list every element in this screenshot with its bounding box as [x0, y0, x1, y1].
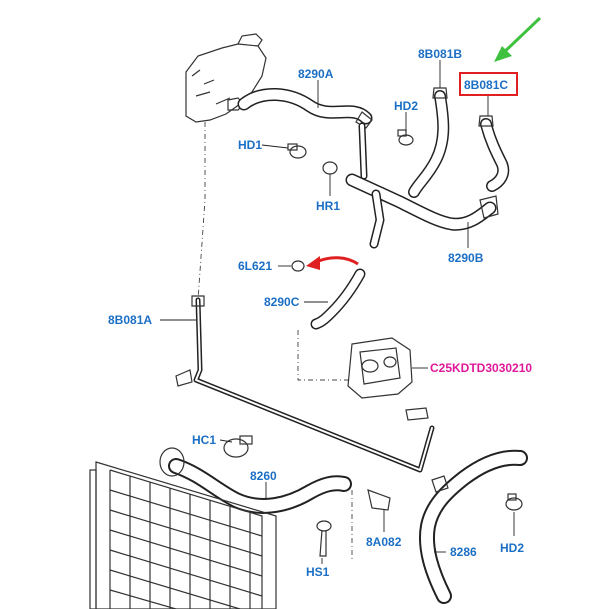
clamp-HC1	[223, 435, 253, 458]
red-arrow-icon	[306, 256, 359, 270]
label-HC1: HC1	[192, 433, 216, 447]
hose-8B081B	[408, 87, 450, 198]
highlight-box-8B081C	[459, 72, 518, 96]
label-8290B: 8290B	[448, 251, 484, 265]
hose-8B081C	[478, 115, 510, 192]
label-HD2-top: HD2	[394, 99, 418, 113]
valve-assembly	[347, 337, 413, 399]
screw-HS1	[316, 520, 332, 557]
bracket-8A082	[367, 489, 391, 511]
clamp-HD2-top	[397, 129, 414, 146]
hose-8260	[159, 447, 352, 514]
label-HS1: HS1	[306, 565, 330, 579]
clamp-HD2-bottom	[505, 493, 523, 511]
label-8260: 8260	[250, 469, 277, 483]
label-8290A: 8290A	[298, 67, 334, 81]
centerline-tank	[197, 122, 206, 301]
label-8286: 8286	[450, 545, 477, 559]
label-8B081B: 8B081B	[418, 47, 462, 61]
label-8B081A: 8B081A	[108, 313, 152, 327]
oring-6L621	[291, 260, 305, 272]
pipe-8B081A	[175, 295, 435, 473]
hose-8290B	[345, 122, 499, 249]
clamp-HD1	[287, 143, 307, 159]
ring-HR1	[322, 161, 338, 175]
hose-8290C	[310, 268, 366, 330]
label-HD2-bottom: HD2	[500, 541, 524, 555]
green-arrow-icon	[494, 16, 542, 62]
label-8A082: 8A082	[366, 535, 402, 549]
centerline-8290C	[297, 330, 350, 381]
label-C25KDTD3030210: C25KDTD3030210	[430, 361, 532, 375]
leader-HD1	[261, 144, 289, 149]
expansion-tank	[185, 33, 267, 123]
hose-8290A	[237, 87, 373, 129]
radiator	[89, 461, 277, 609]
label-6L621: 6L621	[238, 259, 272, 273]
label-8290C: 8290C	[264, 295, 300, 309]
label-HR1: HR1	[316, 199, 340, 213]
label-HD1: HD1	[238, 138, 262, 152]
label-8B081C: 8B081C	[464, 78, 508, 92]
hose-8286	[419, 449, 528, 604]
leader-HC1	[219, 439, 233, 443]
